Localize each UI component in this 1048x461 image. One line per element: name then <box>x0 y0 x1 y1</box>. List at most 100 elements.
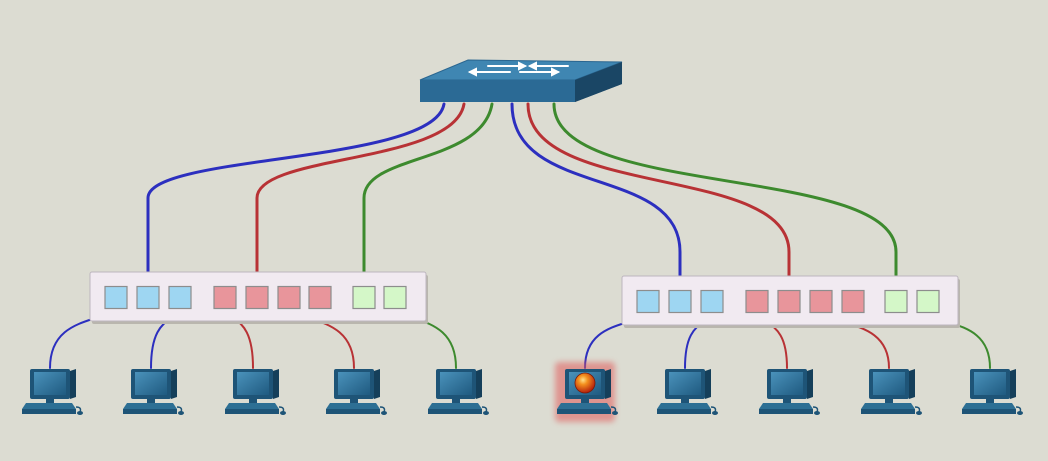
monitor-side <box>605 369 611 399</box>
port-red <box>841 289 865 314</box>
mouse <box>916 411 922 415</box>
uplink-cable-left-green <box>362 102 494 290</box>
monitor-screen <box>669 372 701 395</box>
computer <box>123 369 184 415</box>
keyboard <box>123 409 177 414</box>
computer <box>657 369 718 415</box>
patch-panel-left <box>89 271 428 324</box>
monitor-stand <box>783 399 791 403</box>
arrow-head <box>518 61 528 71</box>
port-green <box>916 289 940 314</box>
base-unit <box>759 403 813 409</box>
monitor-screen <box>338 372 370 395</box>
keyboard <box>428 409 482 414</box>
computer-alert <box>555 362 618 422</box>
monitor-side <box>374 369 380 399</box>
computer <box>861 369 922 415</box>
port-red <box>277 285 301 310</box>
mouse <box>712 411 718 415</box>
monitor-stand <box>681 399 689 403</box>
arrow-head <box>551 67 561 77</box>
keyboard <box>326 409 380 414</box>
monitor-stand <box>581 399 589 403</box>
base-unit <box>326 403 380 409</box>
base-unit <box>22 403 76 409</box>
monitor-screen <box>440 372 472 395</box>
port-blue <box>636 289 660 314</box>
computer <box>22 369 83 415</box>
monitor-screen <box>237 372 269 395</box>
mouse <box>483 411 489 415</box>
uplink-cable-right-red <box>526 102 791 294</box>
uplink-cable-left-red <box>255 102 466 290</box>
port-green <box>383 285 407 310</box>
port-green <box>352 285 376 310</box>
monitor-stand <box>452 399 460 403</box>
monitor-stand <box>46 399 54 403</box>
computer <box>326 369 387 415</box>
monitor-side <box>476 369 482 399</box>
uplink-cable-right-green <box>552 102 898 294</box>
base-unit <box>225 403 279 409</box>
monitor-side <box>273 369 279 399</box>
computer <box>428 369 489 415</box>
monitor-side <box>705 369 711 399</box>
port-red <box>213 285 237 310</box>
arrow-head <box>467 67 477 77</box>
keyboard <box>657 409 711 414</box>
port-blue <box>136 285 160 310</box>
base-unit <box>428 403 482 409</box>
mouse <box>814 411 820 415</box>
port-blue <box>700 289 724 314</box>
mouse <box>77 411 83 415</box>
switch-right-side <box>575 62 622 102</box>
core-switch <box>419 59 623 102</box>
monitor-screen <box>873 372 905 395</box>
port-red <box>777 289 801 314</box>
computer <box>962 369 1023 415</box>
mouse <box>178 411 184 415</box>
monitor-side <box>70 369 76 399</box>
base-unit <box>861 403 915 409</box>
base-unit <box>557 403 611 409</box>
computer <box>759 369 820 415</box>
mouse <box>381 411 387 415</box>
computers <box>22 362 1023 422</box>
monitor-screen <box>974 372 1006 395</box>
monitor-stand <box>147 399 155 403</box>
monitor-stand <box>350 399 358 403</box>
uplink-cable-right-blue <box>510 102 682 294</box>
monitor-stand <box>986 399 994 403</box>
base-unit <box>657 403 711 409</box>
port-red <box>308 285 332 310</box>
keyboard <box>22 409 76 414</box>
computer <box>225 369 286 415</box>
keyboard <box>759 409 813 414</box>
base-unit <box>123 403 177 409</box>
keyboard <box>225 409 279 414</box>
mouse <box>1017 411 1023 415</box>
port-green <box>884 289 908 314</box>
arrow-head <box>527 61 537 71</box>
port-red <box>745 289 769 314</box>
mouse <box>612 411 618 415</box>
port-blue <box>668 289 692 314</box>
monitor-side <box>171 369 177 399</box>
keyboard <box>962 409 1016 414</box>
bidirectional-arrows-icon <box>467 61 569 77</box>
port-red <box>245 285 269 310</box>
port-red <box>809 289 833 314</box>
monitor-side <box>909 369 915 399</box>
keyboard <box>861 409 915 414</box>
port-blue <box>168 285 192 310</box>
patch-panels <box>89 271 960 328</box>
monitor-stand <box>249 399 257 403</box>
monitor-stand <box>885 399 893 403</box>
monitor-screen <box>771 372 803 395</box>
monitor-screen <box>34 372 66 395</box>
monitor-side <box>807 369 813 399</box>
mouse <box>280 411 286 415</box>
monitor-side <box>1010 369 1016 399</box>
monitor-screen <box>135 372 167 395</box>
